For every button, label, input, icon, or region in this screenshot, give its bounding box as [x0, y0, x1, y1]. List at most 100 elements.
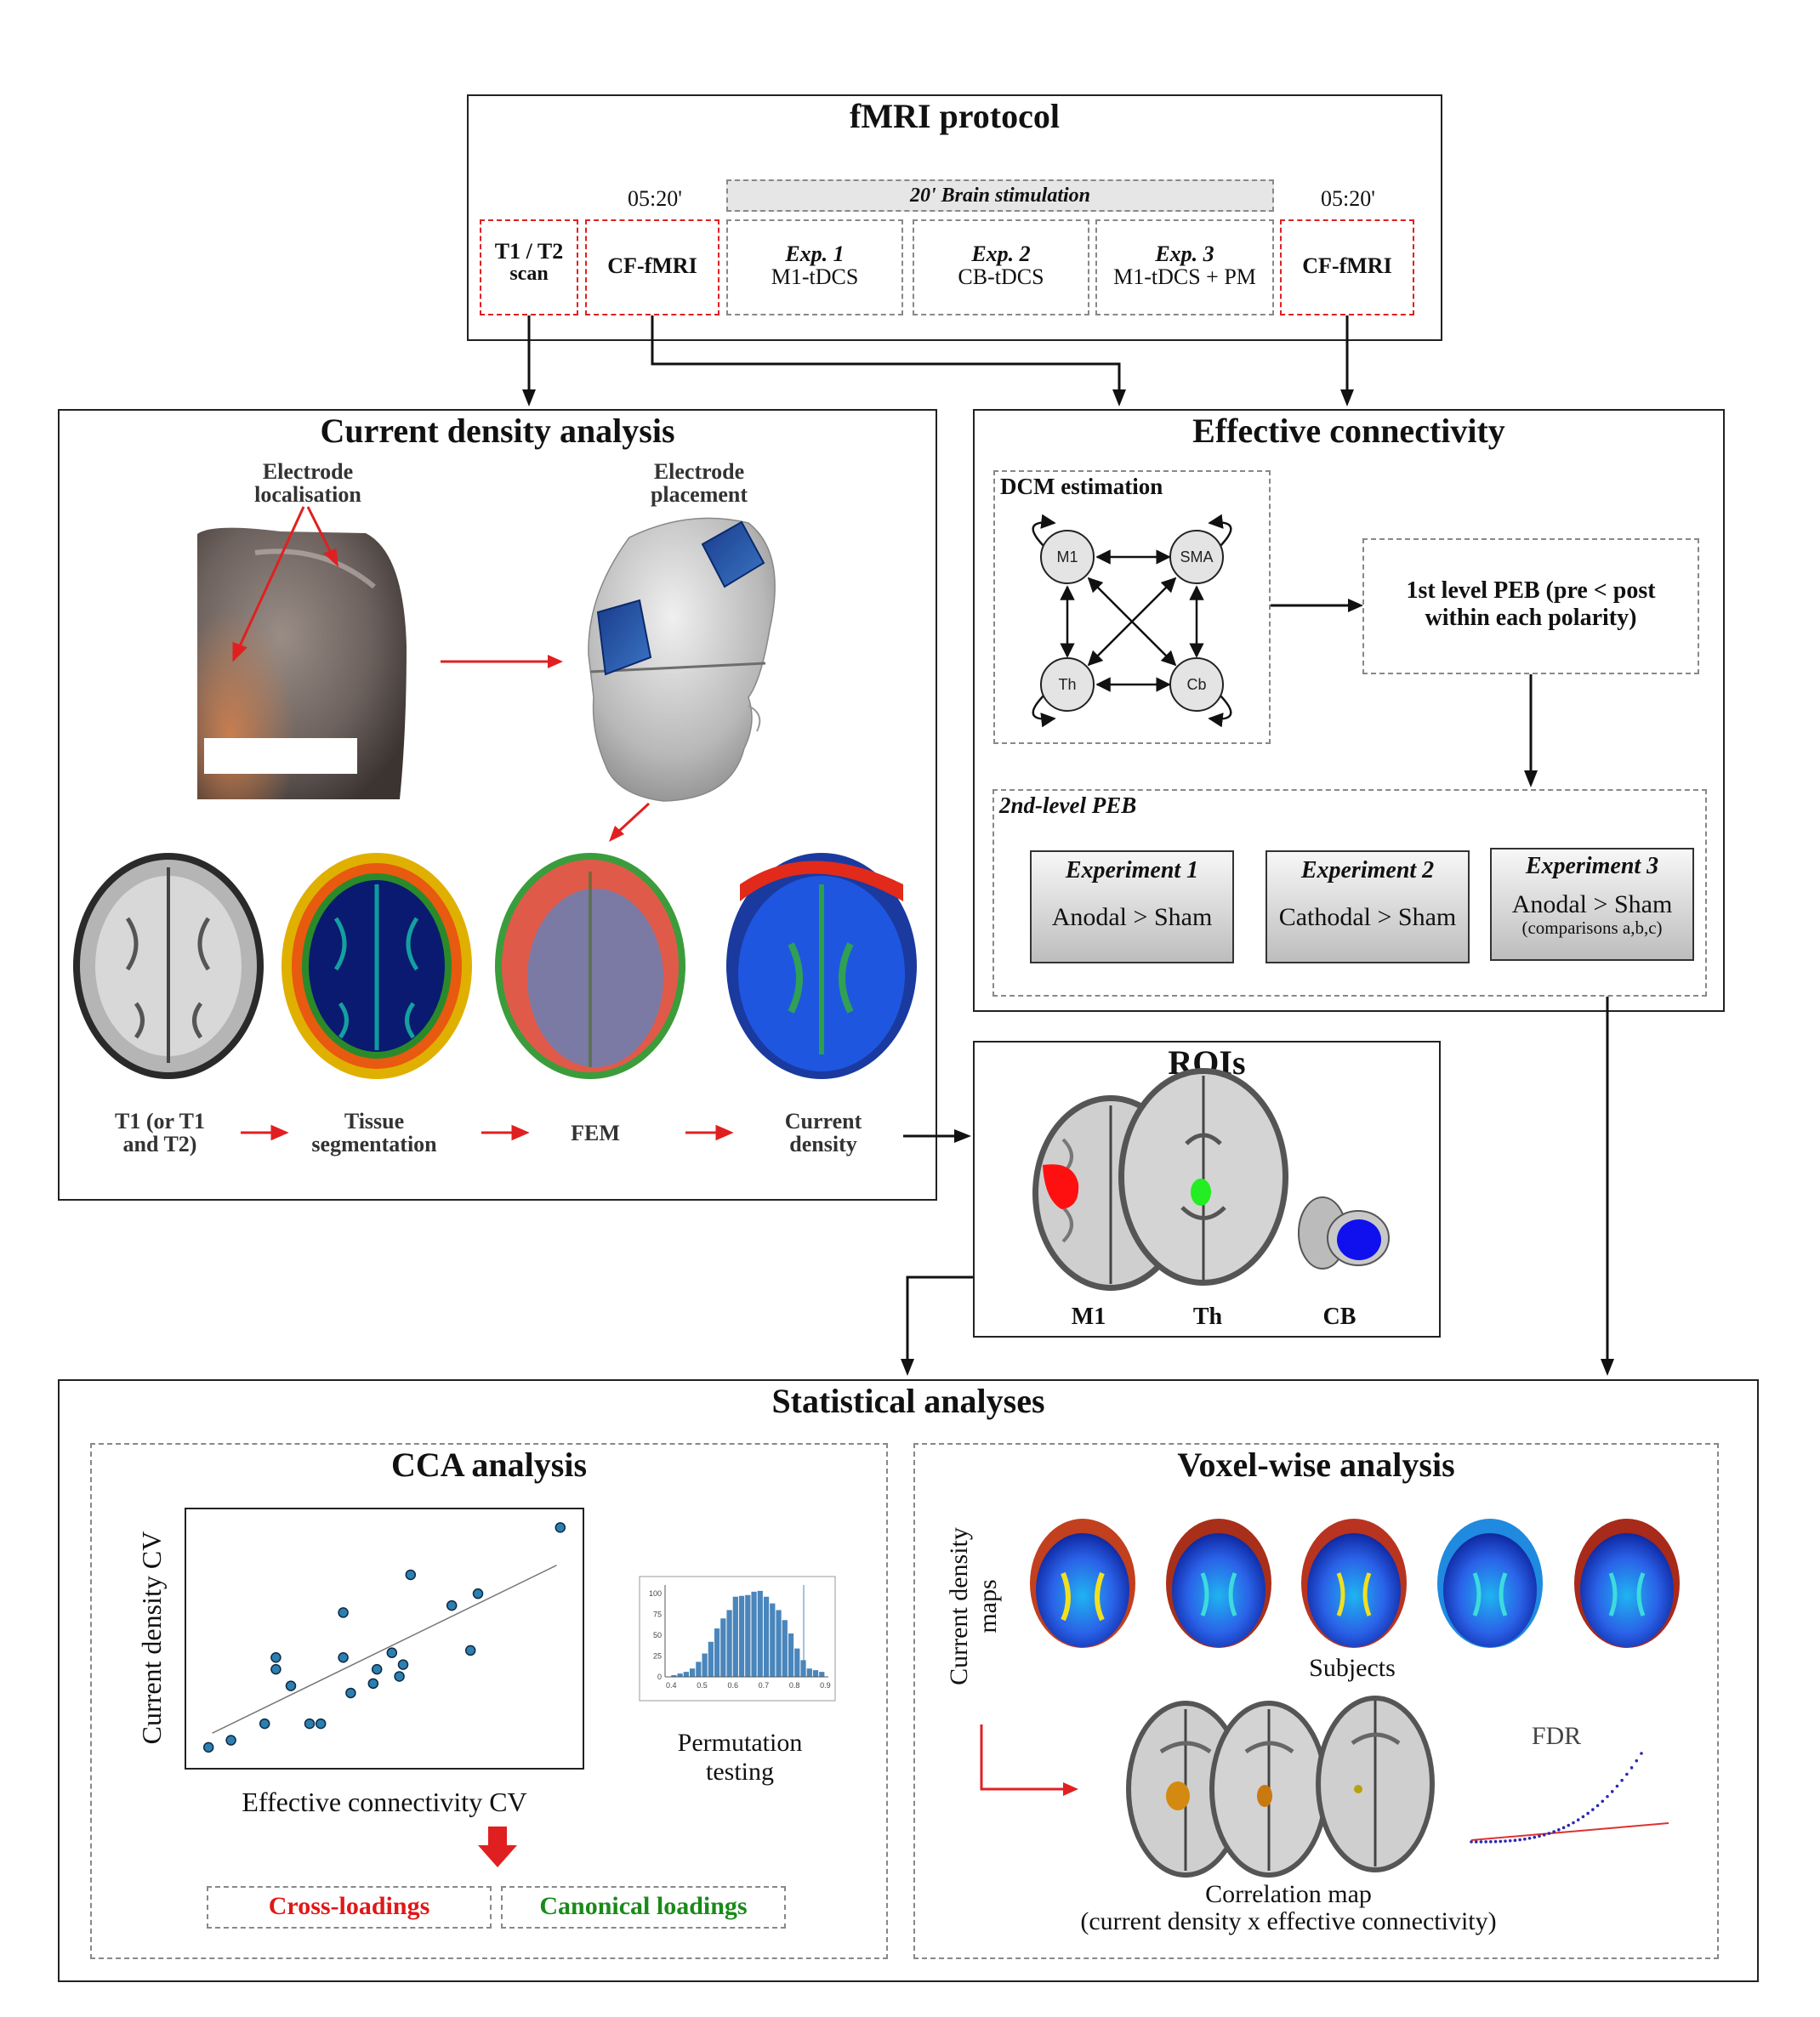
red-arrow-model-to-fem — [609, 802, 651, 842]
histogram-xtick: 0.4 — [666, 1681, 677, 1690]
histogram-ytick: 25 — [653, 1651, 662, 1660]
step-current-density-label: Current density — [755, 1110, 891, 1156]
exp3-title: Exp. 3 — [1155, 241, 1214, 266]
cf-fmri-pre-label: CF-fMRI — [607, 253, 697, 278]
dcm-estimation-title: DCM estimation — [1000, 474, 1163, 499]
histogram-ytick: 75 — [653, 1610, 662, 1618]
cf-fmri-pre-box: CF-fMRI — [585, 219, 719, 315]
electrode-loc-line2: localisation — [254, 482, 361, 507]
fdr-point — [1625, 1772, 1629, 1776]
histogram-bar — [788, 1633, 794, 1677]
experiment2-title: Experiment 2 — [1300, 857, 1435, 884]
histogram-xtick: 0.8 — [789, 1681, 800, 1690]
cca-point — [446, 1599, 458, 1611]
fdr-point — [1601, 1799, 1605, 1804]
permutation-label: Permutation testing — [655, 1729, 825, 1787]
exp2-box: Exp. 2 CB-tDCS — [913, 219, 1089, 315]
exp2-title: Exp. 2 — [971, 241, 1031, 266]
peb1-line2: within each polarity) — [1425, 605, 1637, 631]
peb1-box: 1st level PEB (pre < post within each po… — [1362, 538, 1699, 674]
experiment3-box: Experiment 3 Anodal > Sham (comparisons … — [1490, 848, 1694, 961]
cca-point — [464, 1645, 476, 1656]
head-model-image — [588, 517, 776, 802]
t1t2-line2: scan — [509, 263, 549, 285]
permutation-line2: testing — [706, 1758, 774, 1786]
exp3-box: Exp. 3 M1-tDCS + PM — [1095, 219, 1274, 315]
histogram-bar — [696, 1662, 702, 1677]
brain-slice-current-density — [726, 853, 917, 1079]
cross-loadings-box: Cross-loadings — [207, 1886, 492, 1929]
roi-label-th: Th — [1192, 1304, 1223, 1330]
correlation-map-label: Correlation map (current density x effec… — [1021, 1881, 1556, 1935]
cf-fmri-post-label: CF-fMRI — [1302, 253, 1392, 278]
cca-xlabel: Effective connectivity CV — [242, 1787, 527, 1817]
fdr-point — [1567, 1823, 1571, 1827]
histogram-bar — [689, 1668, 696, 1677]
cca-point — [202, 1741, 214, 1753]
fdr-point — [1610, 1790, 1614, 1793]
step-arrows — [241, 1124, 734, 1141]
fdr-point — [1620, 1778, 1624, 1782]
brain-slice-tissue-segmentation — [282, 853, 472, 1079]
roi-th-brain — [1118, 1068, 1288, 1286]
histogram-bar — [702, 1653, 708, 1677]
exp1-title: Exp. 1 — [785, 241, 845, 266]
fdr-point — [1470, 1840, 1473, 1844]
node-cb — [1169, 657, 1224, 712]
electrode-localisation-label: Electrode localisation — [223, 460, 393, 506]
histogram-bar — [677, 1673, 683, 1677]
node-m1 — [1040, 530, 1095, 584]
node-th — [1040, 657, 1095, 712]
electrode-placement-label: Electrode placement — [614, 460, 784, 506]
histogram-bar — [720, 1618, 726, 1677]
electrode-loc-line1: Electrode — [262, 459, 354, 484]
histogram-bar — [751, 1591, 757, 1677]
cca-point — [397, 1659, 409, 1670]
histogram-bar — [782, 1620, 788, 1677]
rendered-head-image — [197, 527, 407, 799]
red-down-arrow — [478, 1827, 517, 1867]
canonical-loadings-box: Canonical loadings — [501, 1886, 786, 1929]
experiment2-text: Cathodal > Sham — [1278, 903, 1457, 931]
voxel-wise-box: Voxel-wise analysis — [913, 1443, 1719, 1959]
stim-banner-text: 20' Brain stimulation — [909, 185, 1091, 207]
step4-line1: Current — [784, 1109, 862, 1133]
cca-point — [367, 1678, 379, 1690]
electrode-localisation-arrows — [232, 506, 338, 662]
fdr-point — [1493, 1839, 1498, 1844]
fmri-protocol-title: fMRI protocol — [850, 97, 1060, 135]
fdr-point — [1552, 1830, 1556, 1833]
t1t2-scan-box: T1 / T2 scan — [480, 219, 578, 315]
histogram-ytick: 0 — [657, 1673, 662, 1681]
fdr-point — [1615, 1784, 1619, 1788]
cca-analysis-title: CCA analysis — [390, 1446, 588, 1484]
histogram-bar — [738, 1595, 745, 1677]
experiment1-title: Experiment 1 — [1065, 857, 1199, 884]
fdr-point — [1586, 1811, 1590, 1815]
fdr-point — [1576, 1818, 1580, 1821]
histogram-bar — [683, 1672, 689, 1677]
cca-point — [345, 1687, 356, 1699]
cca-point — [386, 1647, 398, 1658]
histogram-bar — [806, 1668, 812, 1677]
fdr-point — [1513, 1838, 1517, 1843]
cca-point — [371, 1663, 383, 1675]
cf-fmri-post-box: CF-fMRI — [1280, 219, 1414, 315]
fdr-label: FDR — [1531, 1722, 1582, 1750]
permutation-line1: Permutation — [677, 1729, 803, 1757]
peb2-title: 2nd-level PEB — [999, 793, 1137, 818]
histogram-bar — [800, 1660, 806, 1677]
cca-point — [555, 1522, 566, 1533]
fmri-protocol-panel: fMRI protocol — [467, 94, 1442, 341]
experiment1-text: Anodal > Sham — [1051, 903, 1213, 931]
experiment3-sub: (comparisons a,b,c) — [1521, 918, 1663, 938]
fdr-point — [1484, 1840, 1487, 1844]
step4-line2: density — [789, 1132, 857, 1156]
correlation-line1: Correlation map — [1205, 1880, 1372, 1908]
experiment2-box: Experiment 2 Cathodal > Sham — [1265, 850, 1470, 963]
histogram-bar — [714, 1628, 720, 1677]
exp3-sub: M1-tDCS + PM — [1113, 264, 1256, 289]
fdr-point — [1629, 1766, 1634, 1770]
histogram-bar — [745, 1594, 751, 1677]
